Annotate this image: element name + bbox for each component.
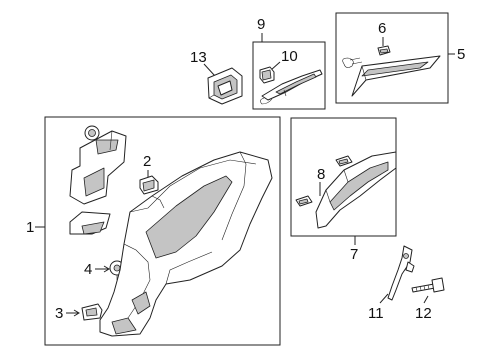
- callout-11-label: 11: [368, 305, 384, 322]
- callout-5: 5: [448, 46, 465, 63]
- callout-3-label: 3: [55, 305, 63, 322]
- part-13-bezel: [207, 67, 243, 105]
- callout-9: 9: [257, 16, 265, 42]
- part-grommet: [84, 125, 100, 141]
- callout-1-label: 1: [26, 219, 34, 236]
- part-8-clip-lower: [295, 195, 313, 207]
- part-1-quarter-trim-panel: [99, 151, 273, 337]
- part-6-clip: [377, 45, 391, 56]
- callout-10: 10: [270, 48, 298, 71]
- callout-7: 7: [350, 236, 358, 263]
- callout-11: 11: [368, 293, 389, 322]
- callout-9-label: 9: [257, 16, 265, 33]
- callout-8-label: 8: [317, 166, 325, 183]
- box-quarter-trim-assembly: [44, 116, 281, 346]
- callout-4-label: 4: [84, 261, 92, 278]
- box-group-7: [290, 117, 397, 237]
- callout-13: 13: [190, 49, 216, 77]
- part-lower-bracket: [69, 211, 111, 235]
- callout-10-label: 10: [281, 48, 298, 65]
- callout-5-label: 5: [457, 46, 465, 63]
- callout-13-label: 13: [190, 49, 207, 66]
- callout-2: 2: [143, 153, 151, 178]
- box-group-5: [335, 12, 449, 104]
- part-5-sill-trim: [351, 55, 441, 97]
- callout-6-label: 6: [378, 20, 386, 37]
- callout-6: 6: [378, 20, 386, 46]
- part-2-clip: [139, 175, 159, 195]
- callout-8: 8: [317, 166, 325, 196]
- part-10-clip: [259, 66, 275, 84]
- callout-7-label: 7: [350, 246, 358, 263]
- callout-12-label: 12: [415, 305, 432, 322]
- part-upper-bracket: [69, 130, 127, 205]
- callout-2-label: 2: [143, 153, 151, 170]
- part-8-clip-upper: [335, 155, 353, 167]
- part-11-hook: [387, 245, 415, 301]
- part-3-nut-clip: [81, 303, 103, 321]
- part-5-wire: [342, 57, 363, 68]
- callout-3: 3: [55, 305, 80, 322]
- part-7-pillar-trim: [315, 151, 397, 229]
- part-12-bolt: [411, 277, 445, 293]
- callout-12: 12: [415, 295, 432, 322]
- callout-1: 1: [26, 219, 45, 236]
- part-9-trim-strip: [260, 69, 323, 105]
- callout-4: 4: [84, 261, 110, 278]
- box-group-9: [252, 41, 326, 110]
